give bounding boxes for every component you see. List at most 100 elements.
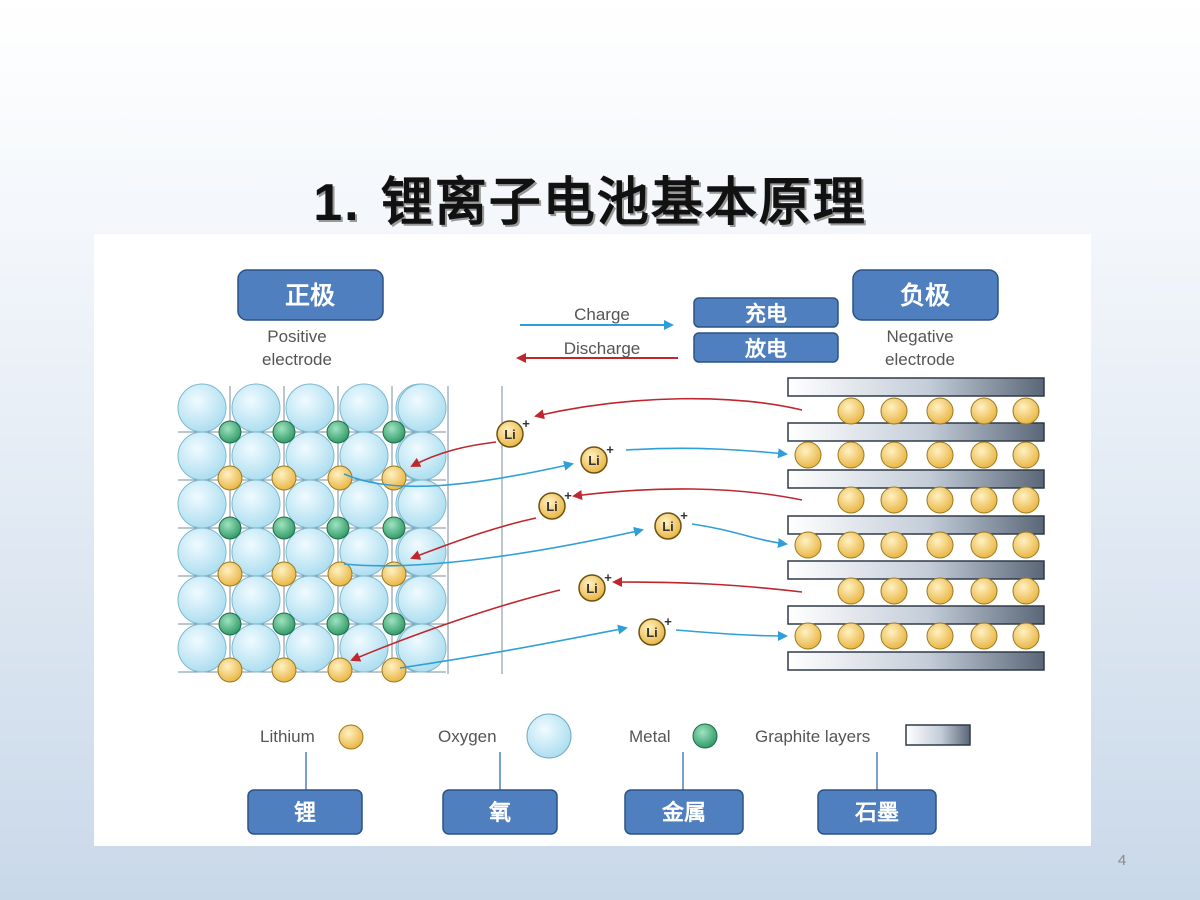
legend-oxygen-box bbox=[442, 789, 558, 835]
metal-atom bbox=[218, 612, 242, 636]
lithium-atom bbox=[880, 441, 908, 469]
lithium-atom bbox=[327, 657, 353, 683]
oxygen-atom bbox=[397, 575, 447, 625]
discharge-label-en: Discharge bbox=[564, 339, 641, 358]
lithium-atom bbox=[926, 622, 954, 650]
lithium-atom bbox=[926, 397, 954, 425]
lithium-ion-charge: + bbox=[522, 416, 530, 431]
lithium-ion-label: Li bbox=[546, 499, 558, 514]
lithium-ion-sphere bbox=[654, 512, 682, 540]
oxygen-atom bbox=[397, 623, 447, 673]
metal-atom bbox=[326, 612, 350, 636]
lithium-atom bbox=[217, 465, 243, 491]
positive-label-box bbox=[237, 269, 384, 321]
lithium-atom bbox=[837, 622, 865, 650]
lithium-atom bbox=[837, 441, 865, 469]
legend-graphite-cn: 石墨 bbox=[854, 801, 899, 826]
legend-oxygen-icon bbox=[526, 713, 572, 759]
metal-atom bbox=[272, 516, 296, 540]
lithium-atom bbox=[271, 657, 297, 683]
charge-flow-arrow bbox=[625, 447, 788, 459]
lithium-atom bbox=[381, 465, 407, 491]
lithium-ion: Li + bbox=[496, 416, 530, 448]
lithium-atom bbox=[837, 577, 865, 605]
graphite-layer bbox=[787, 605, 1045, 625]
lithium-ion-sphere bbox=[580, 446, 608, 474]
lithium-atom bbox=[837, 486, 865, 514]
metal-atom bbox=[382, 516, 406, 540]
legend-graphite-en: Graphite layers bbox=[755, 727, 870, 746]
discharge-label-cn: 放电 bbox=[744, 337, 787, 361]
lithium-atom bbox=[926, 441, 954, 469]
lithium-atom bbox=[926, 531, 954, 559]
metal-atom bbox=[272, 612, 296, 636]
lithium-atom bbox=[970, 622, 998, 650]
lithium-ions: Li+Li+Li+Li+Li+Li+ bbox=[496, 416, 688, 646]
charge-flow-arrow bbox=[675, 629, 788, 641]
process-legend: Charge Discharge 充电 放电 bbox=[516, 297, 839, 363]
metal-atom bbox=[382, 612, 406, 636]
lithium-atom bbox=[880, 486, 908, 514]
legend-metal-box bbox=[624, 789, 744, 835]
lithium-atom bbox=[1012, 622, 1040, 650]
negative-label-en-1: Negative bbox=[886, 327, 953, 346]
lithium-atom bbox=[1012, 531, 1040, 559]
oxygen-atom bbox=[177, 383, 227, 433]
legend-graphite-icon bbox=[905, 724, 971, 746]
metal-atom bbox=[272, 420, 296, 444]
lithium-atom bbox=[970, 486, 998, 514]
lithium-ion: Li+ bbox=[538, 488, 572, 520]
lithium-atom bbox=[794, 622, 822, 650]
lithium-ion-charge: + bbox=[680, 508, 688, 523]
oxygen-atom bbox=[285, 383, 335, 433]
oxygen-atom bbox=[177, 623, 227, 673]
lithium-atom bbox=[381, 561, 407, 587]
oxygen-atom bbox=[177, 575, 227, 625]
lithium-ion-label: Li bbox=[646, 625, 658, 640]
legend-lithium-en: Lithium bbox=[260, 727, 315, 746]
lithium-ion: Li+ bbox=[638, 614, 672, 646]
charge-flow-arrow bbox=[343, 460, 574, 488]
lithium-ion-sphere bbox=[578, 574, 606, 602]
graphite-layer bbox=[787, 651, 1045, 671]
discharge-flow-arrow bbox=[534, 397, 803, 420]
charge-label-cn: 充电 bbox=[745, 302, 787, 326]
lithium-atom bbox=[926, 486, 954, 514]
positive-label-cn: 正极 bbox=[285, 281, 335, 310]
legend-oxygen-en: Oxygen bbox=[438, 727, 497, 746]
battery-diagram-panel: 正极 Positive electrode 负极 Negative electr… bbox=[94, 234, 1091, 846]
lithium-atom bbox=[880, 397, 908, 425]
lithium-atom bbox=[271, 465, 297, 491]
lithium-ion-charge: + bbox=[604, 570, 612, 585]
legend: Lithium 锂 Oxygen 氧 Metal 金属 Graphite lay… bbox=[247, 713, 971, 835]
lithium-atom bbox=[794, 441, 822, 469]
oxygen-atom bbox=[339, 383, 389, 433]
negative-label-en-2: electrode bbox=[885, 350, 955, 369]
discharge-flow-arrow bbox=[410, 441, 497, 467]
lithium-atom bbox=[217, 561, 243, 587]
lithium-atom bbox=[217, 657, 243, 683]
legend-metal-icon bbox=[692, 723, 718, 749]
oxygen-atom bbox=[285, 623, 335, 673]
oxygen-atom bbox=[177, 479, 227, 529]
oxygen-atom bbox=[231, 623, 281, 673]
lithium-atom bbox=[1012, 577, 1040, 605]
lithium-atom bbox=[1012, 441, 1040, 469]
negative-label-box bbox=[852, 269, 999, 321]
positive-label-en-2: electrode bbox=[262, 350, 332, 369]
legend-oxygen-cn: 氧 bbox=[488, 801, 511, 826]
positive-label-en-1: Positive bbox=[267, 327, 327, 346]
metal-atom bbox=[326, 420, 350, 444]
battery-diagram: 正极 Positive electrode 负极 Negative electr… bbox=[177, 269, 1045, 835]
metal-atom bbox=[382, 420, 406, 444]
lithium-atom bbox=[880, 531, 908, 559]
charge-flow-arrow bbox=[343, 526, 644, 567]
discharge-flow-arrow bbox=[410, 517, 537, 560]
lithium-ion-label: Li bbox=[588, 453, 600, 468]
lithium-atom bbox=[1012, 397, 1040, 425]
graphite-layer bbox=[787, 422, 1045, 442]
lithium-ion-charge: + bbox=[606, 442, 614, 457]
lithium-atom bbox=[837, 531, 865, 559]
title-text: 锂离子电池基本原理 bbox=[380, 173, 867, 233]
lithium-ion-label: Li bbox=[504, 427, 516, 442]
